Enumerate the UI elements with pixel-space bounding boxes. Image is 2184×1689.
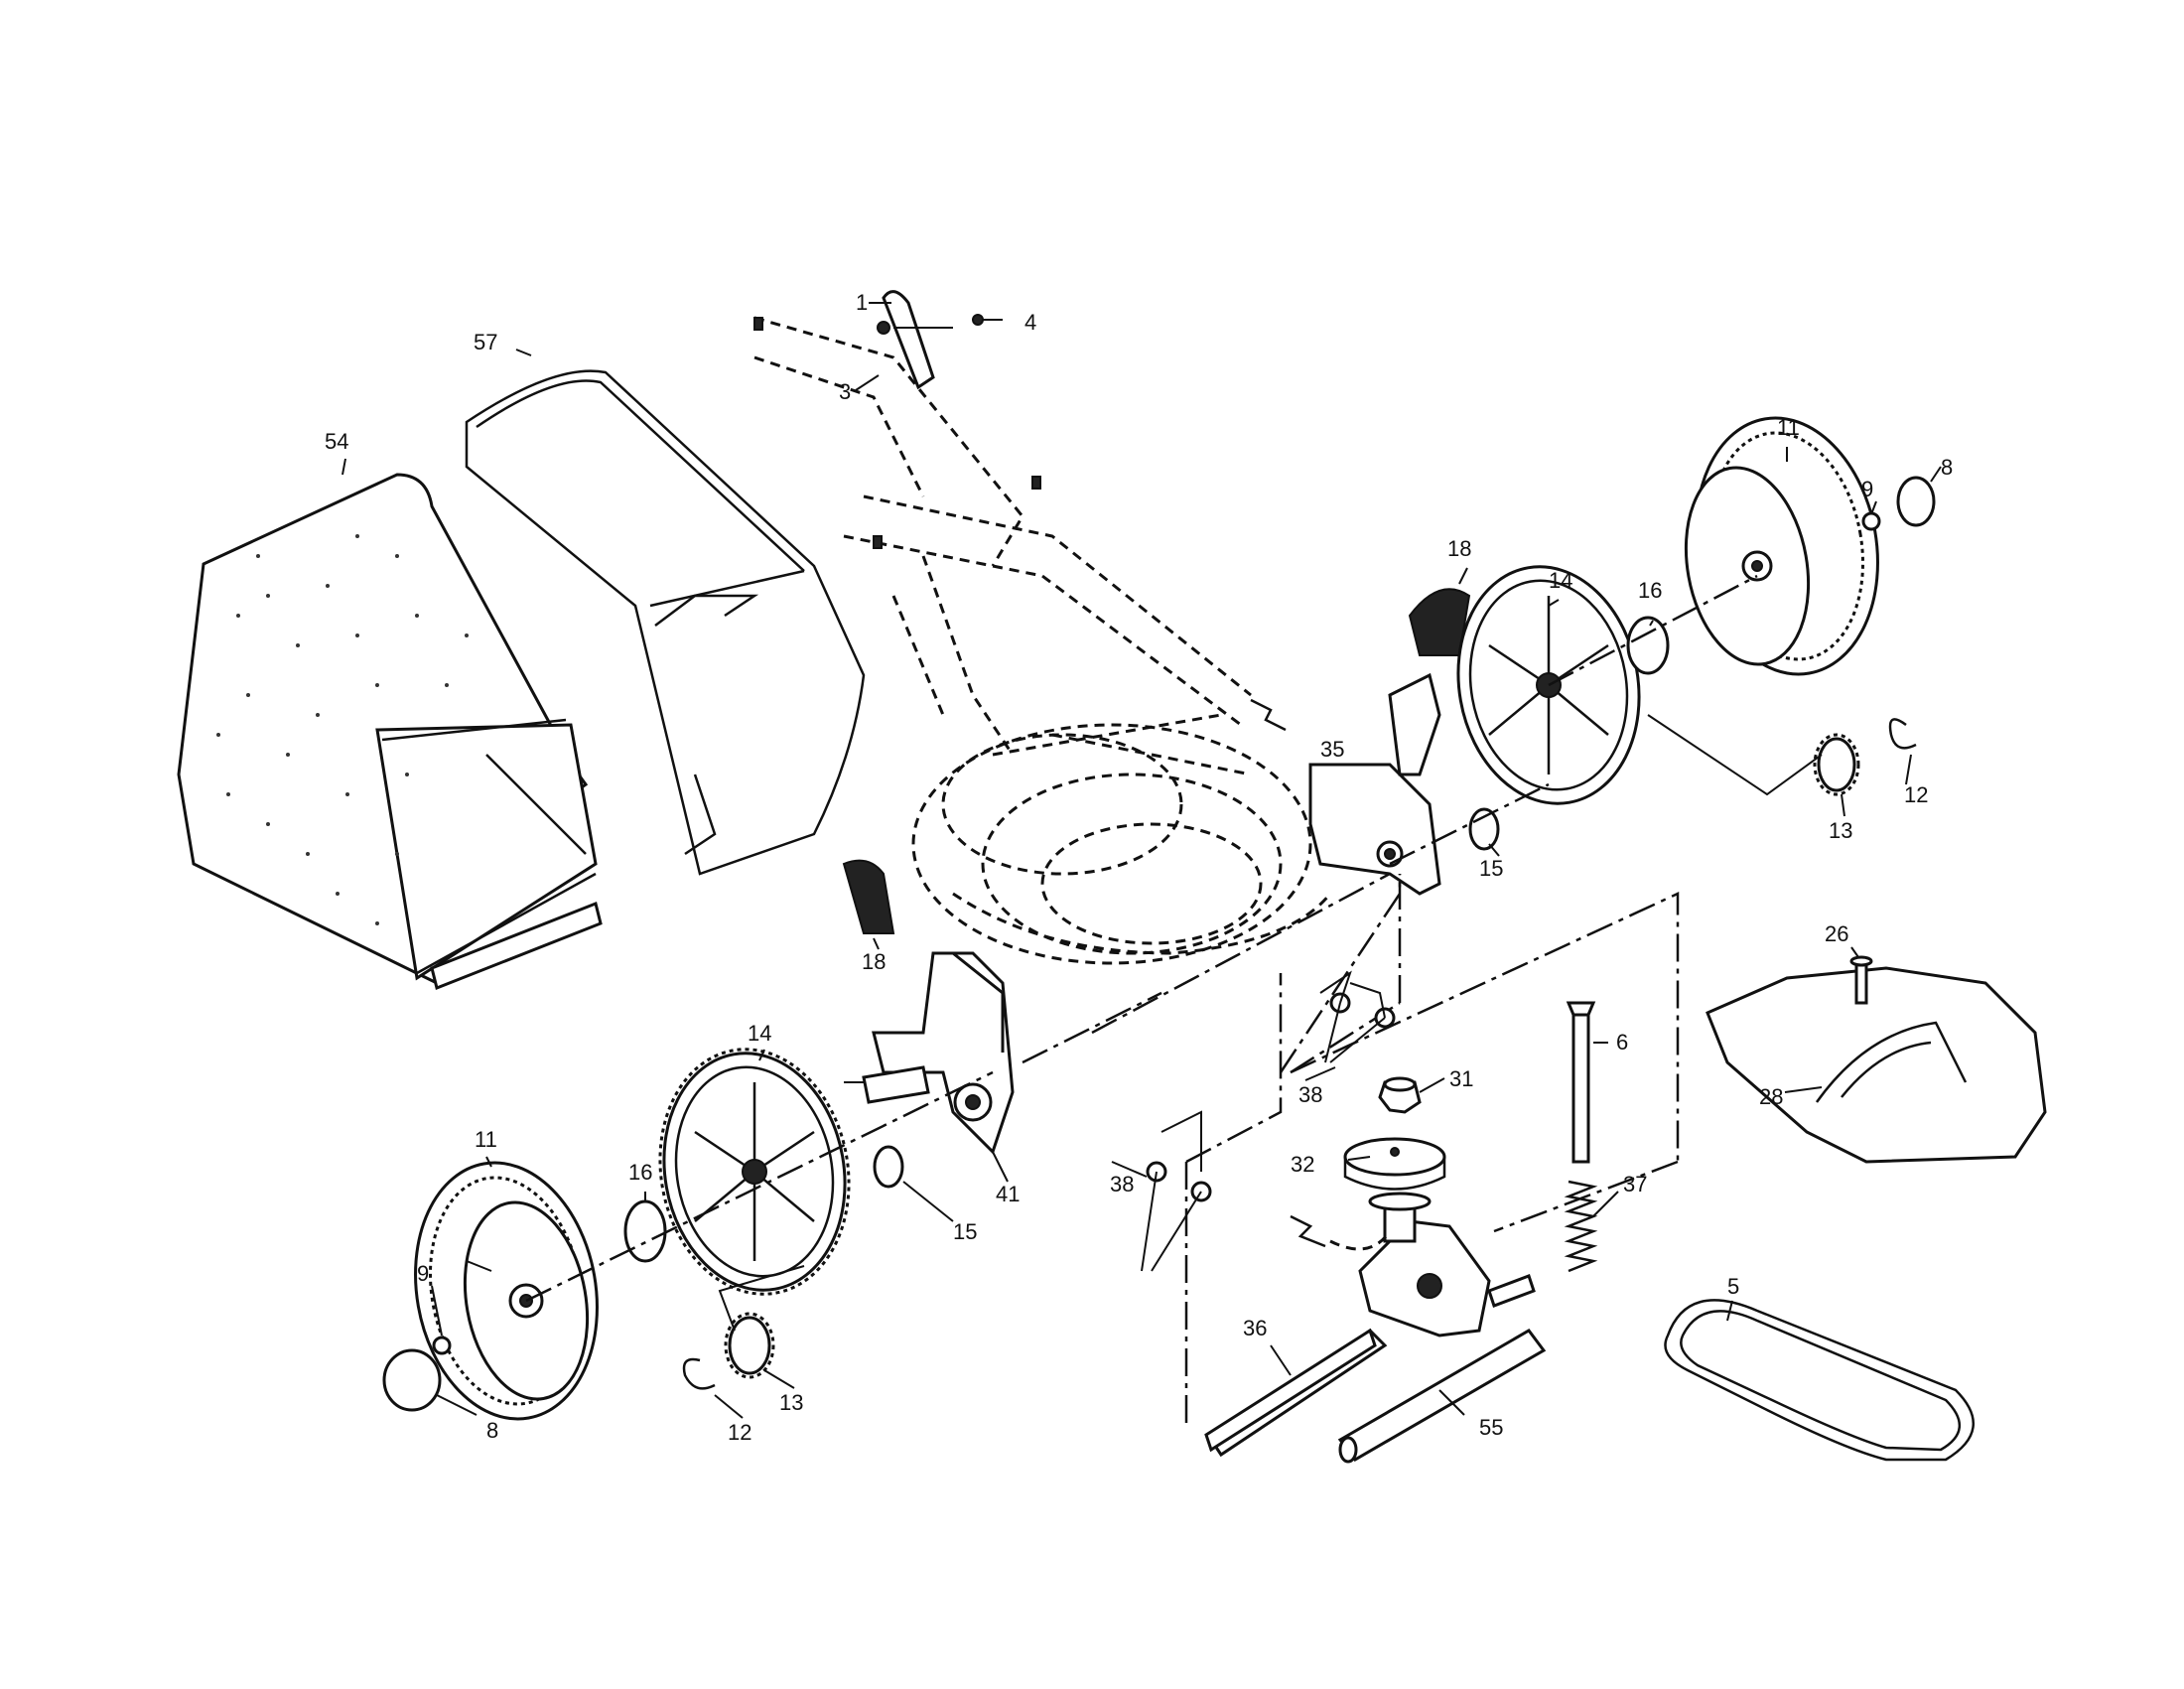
- callout-labels: 1 3 4 57 54 18 18 14 14 16 16 11 11 9 9 …: [325, 290, 1953, 1445]
- callout-9-right: 9: [1861, 477, 1873, 501]
- callout-5: 5: [1727, 1274, 1739, 1299]
- hub-left: [658, 1048, 851, 1296]
- callout-13-left: 13: [779, 1390, 803, 1415]
- grass-bag: [177, 473, 603, 991]
- callout-15-left: 15: [953, 1219, 977, 1244]
- nuts-38: [1141, 970, 1396, 1272]
- bearing-15-left: [873, 1145, 904, 1189]
- bag-frame: [465, 369, 866, 876]
- callout-54: 54: [325, 429, 348, 454]
- callout-4: 4: [1024, 310, 1036, 335]
- washer-16-left: [623, 1199, 667, 1263]
- callout-9-left: 9: [417, 1261, 429, 1286]
- callout-36: 36: [1243, 1316, 1267, 1340]
- hubcap-8-right: [1896, 476, 1936, 527]
- callout-3: 3: [839, 379, 851, 404]
- drive-axle-36: [1204, 1328, 1377, 1453]
- rear-bracket-right: [1308, 672, 1441, 896]
- callout-38-right: 38: [1298, 1082, 1322, 1107]
- knob-left: [842, 859, 895, 934]
- callout-6: 6: [1616, 1030, 1628, 1055]
- callout-11-left: 11: [475, 1127, 497, 1152]
- callout-35: 35: [1320, 737, 1344, 762]
- handle-dashed: [753, 316, 1252, 757]
- wheel-right: [1684, 416, 1879, 676]
- callout-16-left: 16: [628, 1160, 652, 1185]
- callout-8-right: 8: [1941, 455, 1953, 480]
- control-lever: [877, 290, 984, 390]
- callout-32: 32: [1291, 1152, 1314, 1177]
- spring-37: [1564, 1180, 1598, 1273]
- callout-14-right: 14: [1549, 568, 1572, 593]
- gear-13-right: [1813, 733, 1860, 796]
- nut-31: [1378, 1076, 1422, 1114]
- screw-26: [1849, 955, 1873, 1005]
- callout-41: 41: [996, 1182, 1020, 1206]
- rear-bracket-left: [844, 951, 1015, 1155]
- break-mark: [1290, 1214, 1326, 1248]
- callout-38-left: 38: [1110, 1172, 1134, 1196]
- callout-28: 28: [1759, 1084, 1783, 1109]
- leader-lines: [341, 302, 1942, 1419]
- clip-12-right: [1888, 718, 1917, 750]
- callout-11-right: 11: [1777, 415, 1800, 440]
- nut-9-right: [1861, 511, 1881, 531]
- axle-lines: [466, 574, 1823, 1332]
- bearing-15-right: [1468, 807, 1500, 851]
- callout-57: 57: [474, 330, 497, 354]
- callout-14-left: 14: [748, 1021, 771, 1046]
- washer-16-right: [1626, 616, 1670, 675]
- break-mark-handle: [1250, 698, 1287, 732]
- callout-13-right: 13: [1829, 818, 1852, 843]
- bolt-6: [1566, 1001, 1596, 1164]
- callout-18-right: 18: [1447, 536, 1471, 561]
- callout-55: 55: [1479, 1415, 1503, 1440]
- callout-31: 31: [1449, 1066, 1473, 1091]
- callout-18-left: 18: [862, 949, 886, 974]
- mower-deck-dashed: [911, 723, 1332, 965]
- pulley-cover: [1706, 966, 2047, 1164]
- wheel-left: [414, 1161, 599, 1421]
- transmission-frame: [1184, 874, 1680, 1430]
- hubcap-8-left: [382, 1348, 442, 1412]
- callout-16-right: 16: [1638, 578, 1662, 603]
- rod-55: [1337, 1329, 1547, 1464]
- callout-12-right: 12: [1904, 782, 1928, 807]
- clip-12-left: [682, 1357, 716, 1390]
- callout-8-left: 8: [486, 1418, 498, 1443]
- nut-9-left: [432, 1336, 452, 1355]
- callout-26: 26: [1825, 921, 1848, 946]
- gear-13-left: [724, 1312, 775, 1379]
- pulley-32: [1343, 1137, 1446, 1191]
- callout-1: 1: [856, 290, 868, 315]
- callout-15-right: 15: [1479, 856, 1503, 881]
- belt-5: [1664, 1299, 1976, 1462]
- callout-37: 37: [1623, 1172, 1647, 1196]
- callout-12-left: 12: [728, 1420, 751, 1445]
